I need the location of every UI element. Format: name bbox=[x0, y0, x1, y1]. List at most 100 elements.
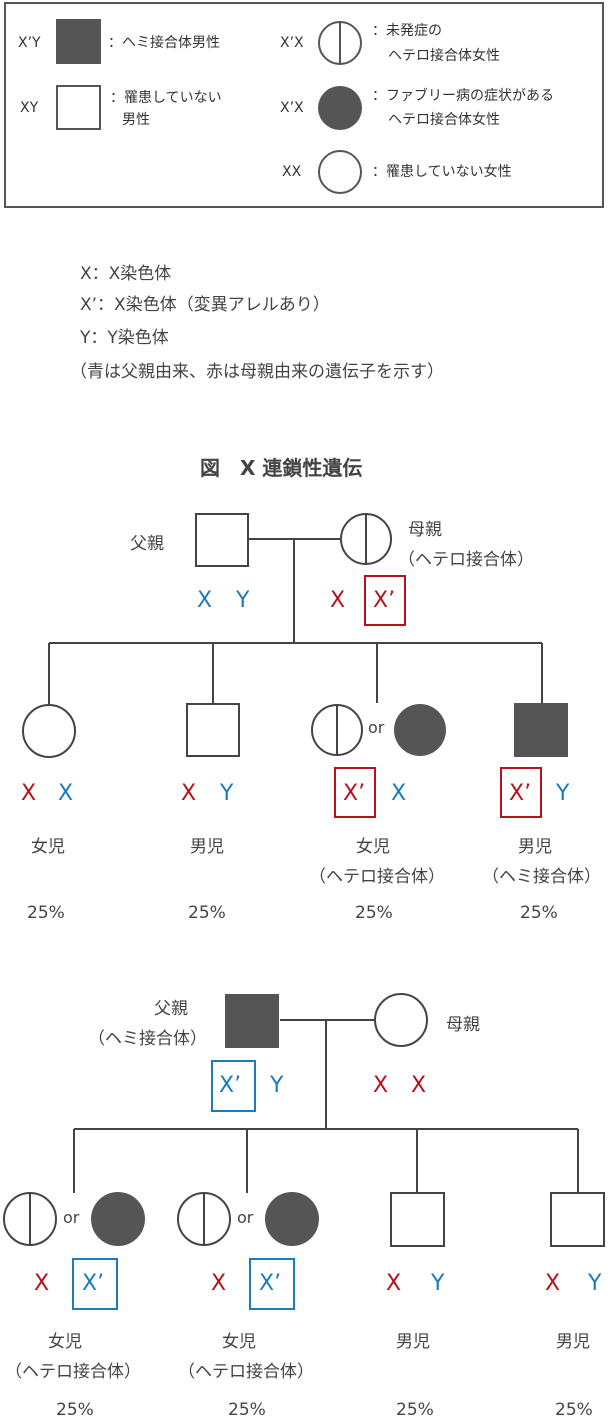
pedigree1-child2-allele-1: X bbox=[181, 781, 197, 806]
pedigree1-mother-allele-2: X’ bbox=[373, 588, 396, 613]
pedigree1-child1-symbol bbox=[22, 704, 76, 758]
pedigree2-mother-label: 母親 bbox=[446, 1015, 480, 1035]
pedigree1-child4-symbol bbox=[514, 703, 568, 757]
legend-hetero-female-symbol bbox=[318, 21, 362, 65]
pedigree2-child2-allele-1: X bbox=[211, 1271, 227, 1296]
pedigree1-child2-allele-2: Y bbox=[220, 781, 234, 806]
legend-hetero-female-label-2: ヘテロ接合体女性 bbox=[388, 48, 500, 64]
legend-hemi-male-genotype: X’Y bbox=[18, 35, 41, 51]
pedigree2-child1-or-label: or bbox=[63, 1208, 80, 1227]
legend-unaffected-female-genotype: XX bbox=[282, 164, 302, 180]
pedigree2-child2-symbol-hetero bbox=[177, 1192, 231, 1246]
pedigree2-child3-allele-1: X bbox=[386, 1271, 402, 1296]
note-x-chromosome: X：X染色体 bbox=[80, 264, 172, 284]
pedigree1-child4-label-1: 男児 bbox=[518, 837, 552, 857]
pedigree2-father-label-2: （ヘミ接合体） bbox=[88, 1029, 207, 1049]
pedigree2-child2-or-label: or bbox=[237, 1208, 254, 1227]
pedigree2-child2-label-1: 女児 bbox=[222, 1332, 256, 1352]
pedigree2-child2-symbol-affected bbox=[265, 1192, 319, 1246]
figure-title: 図 X 連鎖性遺伝 bbox=[200, 456, 363, 480]
pedigree2-child1-symbol-hetero bbox=[3, 1192, 57, 1246]
pedigree1-father-allele-1: X bbox=[197, 588, 213, 613]
pedigree2-child4-symbol bbox=[550, 1192, 605, 1247]
legend-fabry-female-label-1: ：ファブリー病の症状がある bbox=[372, 88, 554, 104]
pedigree2-father-variant-box bbox=[211, 1060, 256, 1112]
pedigree1-child3-variant-box bbox=[334, 767, 376, 818]
legend-fabry-female-label-2: ヘテロ接合体女性 bbox=[388, 112, 500, 128]
pedigree2-father-allele-1: X’ bbox=[219, 1073, 242, 1098]
pedigree2-child4-percentage: 25% bbox=[555, 1400, 593, 1420]
pedigree1-father-label: 父親 bbox=[130, 534, 164, 554]
pedigree2-child1-variant-box bbox=[72, 1258, 118, 1310]
legend-hemi-male-symbol bbox=[56, 19, 101, 64]
pedigree1-father-allele-2: Y bbox=[236, 588, 250, 613]
pedigree1-child3-allele-1: X’ bbox=[343, 781, 366, 806]
pedigree1-or-label: or bbox=[368, 718, 385, 737]
pedigree1-child1-label: 女児 bbox=[31, 837, 65, 857]
pedigree1-child3-percentage: 25% bbox=[355, 903, 393, 923]
pedigree1-child4-allele-1: X’ bbox=[509, 781, 532, 806]
pedigree2-mother-allele-1: X bbox=[373, 1073, 389, 1098]
pedigree2-child2-allele-2: X’ bbox=[259, 1271, 282, 1296]
legend-box bbox=[4, 2, 604, 208]
pedigree2-child1-label-1: 女児 bbox=[48, 1332, 82, 1352]
pedigree2-child1-allele-1: X bbox=[34, 1271, 50, 1296]
pedigree2-child4-allele-2: Y bbox=[588, 1271, 602, 1296]
pedigree1-child3-label-2: （ヘテロ接合体） bbox=[309, 867, 445, 887]
pedigree1-child3-label-1: 女児 bbox=[356, 837, 390, 857]
pedigree2-child1-label-2: （ヘテロ接合体） bbox=[5, 1362, 141, 1382]
legend-hemi-male-label: ：ヘミ接合体男性 bbox=[108, 35, 220, 51]
note-variant-x: X’：X染色体（変異アレルあり） bbox=[80, 295, 330, 315]
pedigree1-child3-allele-2: X bbox=[391, 781, 407, 806]
pedigree2-child3-percentage: 25% bbox=[396, 1400, 434, 1420]
pedigree1-child4-percentage: 25% bbox=[520, 903, 558, 923]
pedigree1-lines bbox=[48, 538, 543, 705]
pedigree2-child2-label-2: （ヘテロ接合体） bbox=[178, 1362, 314, 1382]
pedigree1-child1-allele-2: X bbox=[58, 781, 74, 806]
legend-hetero-female-label-1: ：未発症の bbox=[372, 23, 442, 39]
pedigree1-child2-label: 男児 bbox=[190, 837, 224, 857]
pedigree1-child1-allele-1: X bbox=[21, 781, 37, 806]
legend-unaffected-female-symbol bbox=[318, 150, 362, 194]
pedigree1-child2-symbol bbox=[186, 703, 240, 757]
legend-unaffected-male-symbol bbox=[56, 85, 101, 130]
pedigree2-child3-allele-2: Y bbox=[431, 1271, 445, 1296]
pedigree2-child3-symbol bbox=[390, 1192, 445, 1247]
pedigree1-father-symbol bbox=[195, 513, 249, 567]
pedigree1-child4-variant-box bbox=[500, 767, 542, 818]
pedigree2-child4-label: 男児 bbox=[556, 1332, 590, 1352]
legend-hetero-female-genotype: X’X bbox=[280, 35, 304, 51]
pedigree2-child4-allele-1: X bbox=[545, 1271, 561, 1296]
note-y-chromosome: Y：Y染色体 bbox=[80, 328, 169, 348]
pedigree2-child2-variant-box bbox=[249, 1258, 295, 1310]
pedigree2-child1-allele-2: X’ bbox=[82, 1271, 105, 1296]
pedigree1-child2-percentage: 25% bbox=[188, 903, 226, 923]
pedigree2-father-allele-2: Y bbox=[270, 1073, 284, 1098]
pedigree2-child1-symbol-affected bbox=[91, 1192, 145, 1246]
pedigree1-child3-symbol-hetero bbox=[311, 704, 363, 756]
pedigree2-father-symbol bbox=[225, 994, 279, 1048]
pedigree2-child3-label: 男児 bbox=[396, 1332, 430, 1352]
pedigree1-mother-allele-1: X bbox=[330, 588, 346, 613]
pedigree2-father-label-1: 父親 bbox=[154, 999, 188, 1019]
legend-fabry-female-genotype: X’X bbox=[280, 100, 304, 116]
legend-unaffected-male-genotype: XY bbox=[20, 100, 39, 116]
pedigree1-child4-label-2: （ヘミ接合体） bbox=[482, 867, 601, 887]
pedigree1-child4-allele-2: Y bbox=[556, 781, 570, 806]
note-color-legend: （青は父親由来、赤は母親由来の遺伝子を示す） bbox=[70, 362, 444, 382]
legend-unaffected-male-label-2: 男性 bbox=[122, 112, 150, 128]
legend-unaffected-male-label-1: ：罹患していない bbox=[110, 90, 222, 106]
pedigree1-mother-variant-box bbox=[364, 575, 406, 626]
pedigree2-mother-allele-2: X bbox=[411, 1073, 427, 1098]
pedigree2-lines bbox=[73, 1019, 579, 1193]
legend-unaffected-female-label: ：罹患していない女性 bbox=[372, 164, 512, 180]
pedigree1-mother-label-2: （ヘテロ接合体） bbox=[398, 550, 534, 570]
pedigree2-mother-symbol bbox=[374, 993, 428, 1047]
pedigree1-child3-symbol-affected bbox=[394, 704, 446, 756]
pedigree1-mother-label-1: 母親 bbox=[408, 520, 442, 540]
pedigree2-child1-percentage: 25% bbox=[56, 1400, 94, 1420]
pedigree2-child2-percentage: 25% bbox=[228, 1400, 266, 1420]
pedigree1-mother-symbol bbox=[340, 513, 392, 565]
legend-fabry-female-symbol bbox=[318, 86, 362, 130]
